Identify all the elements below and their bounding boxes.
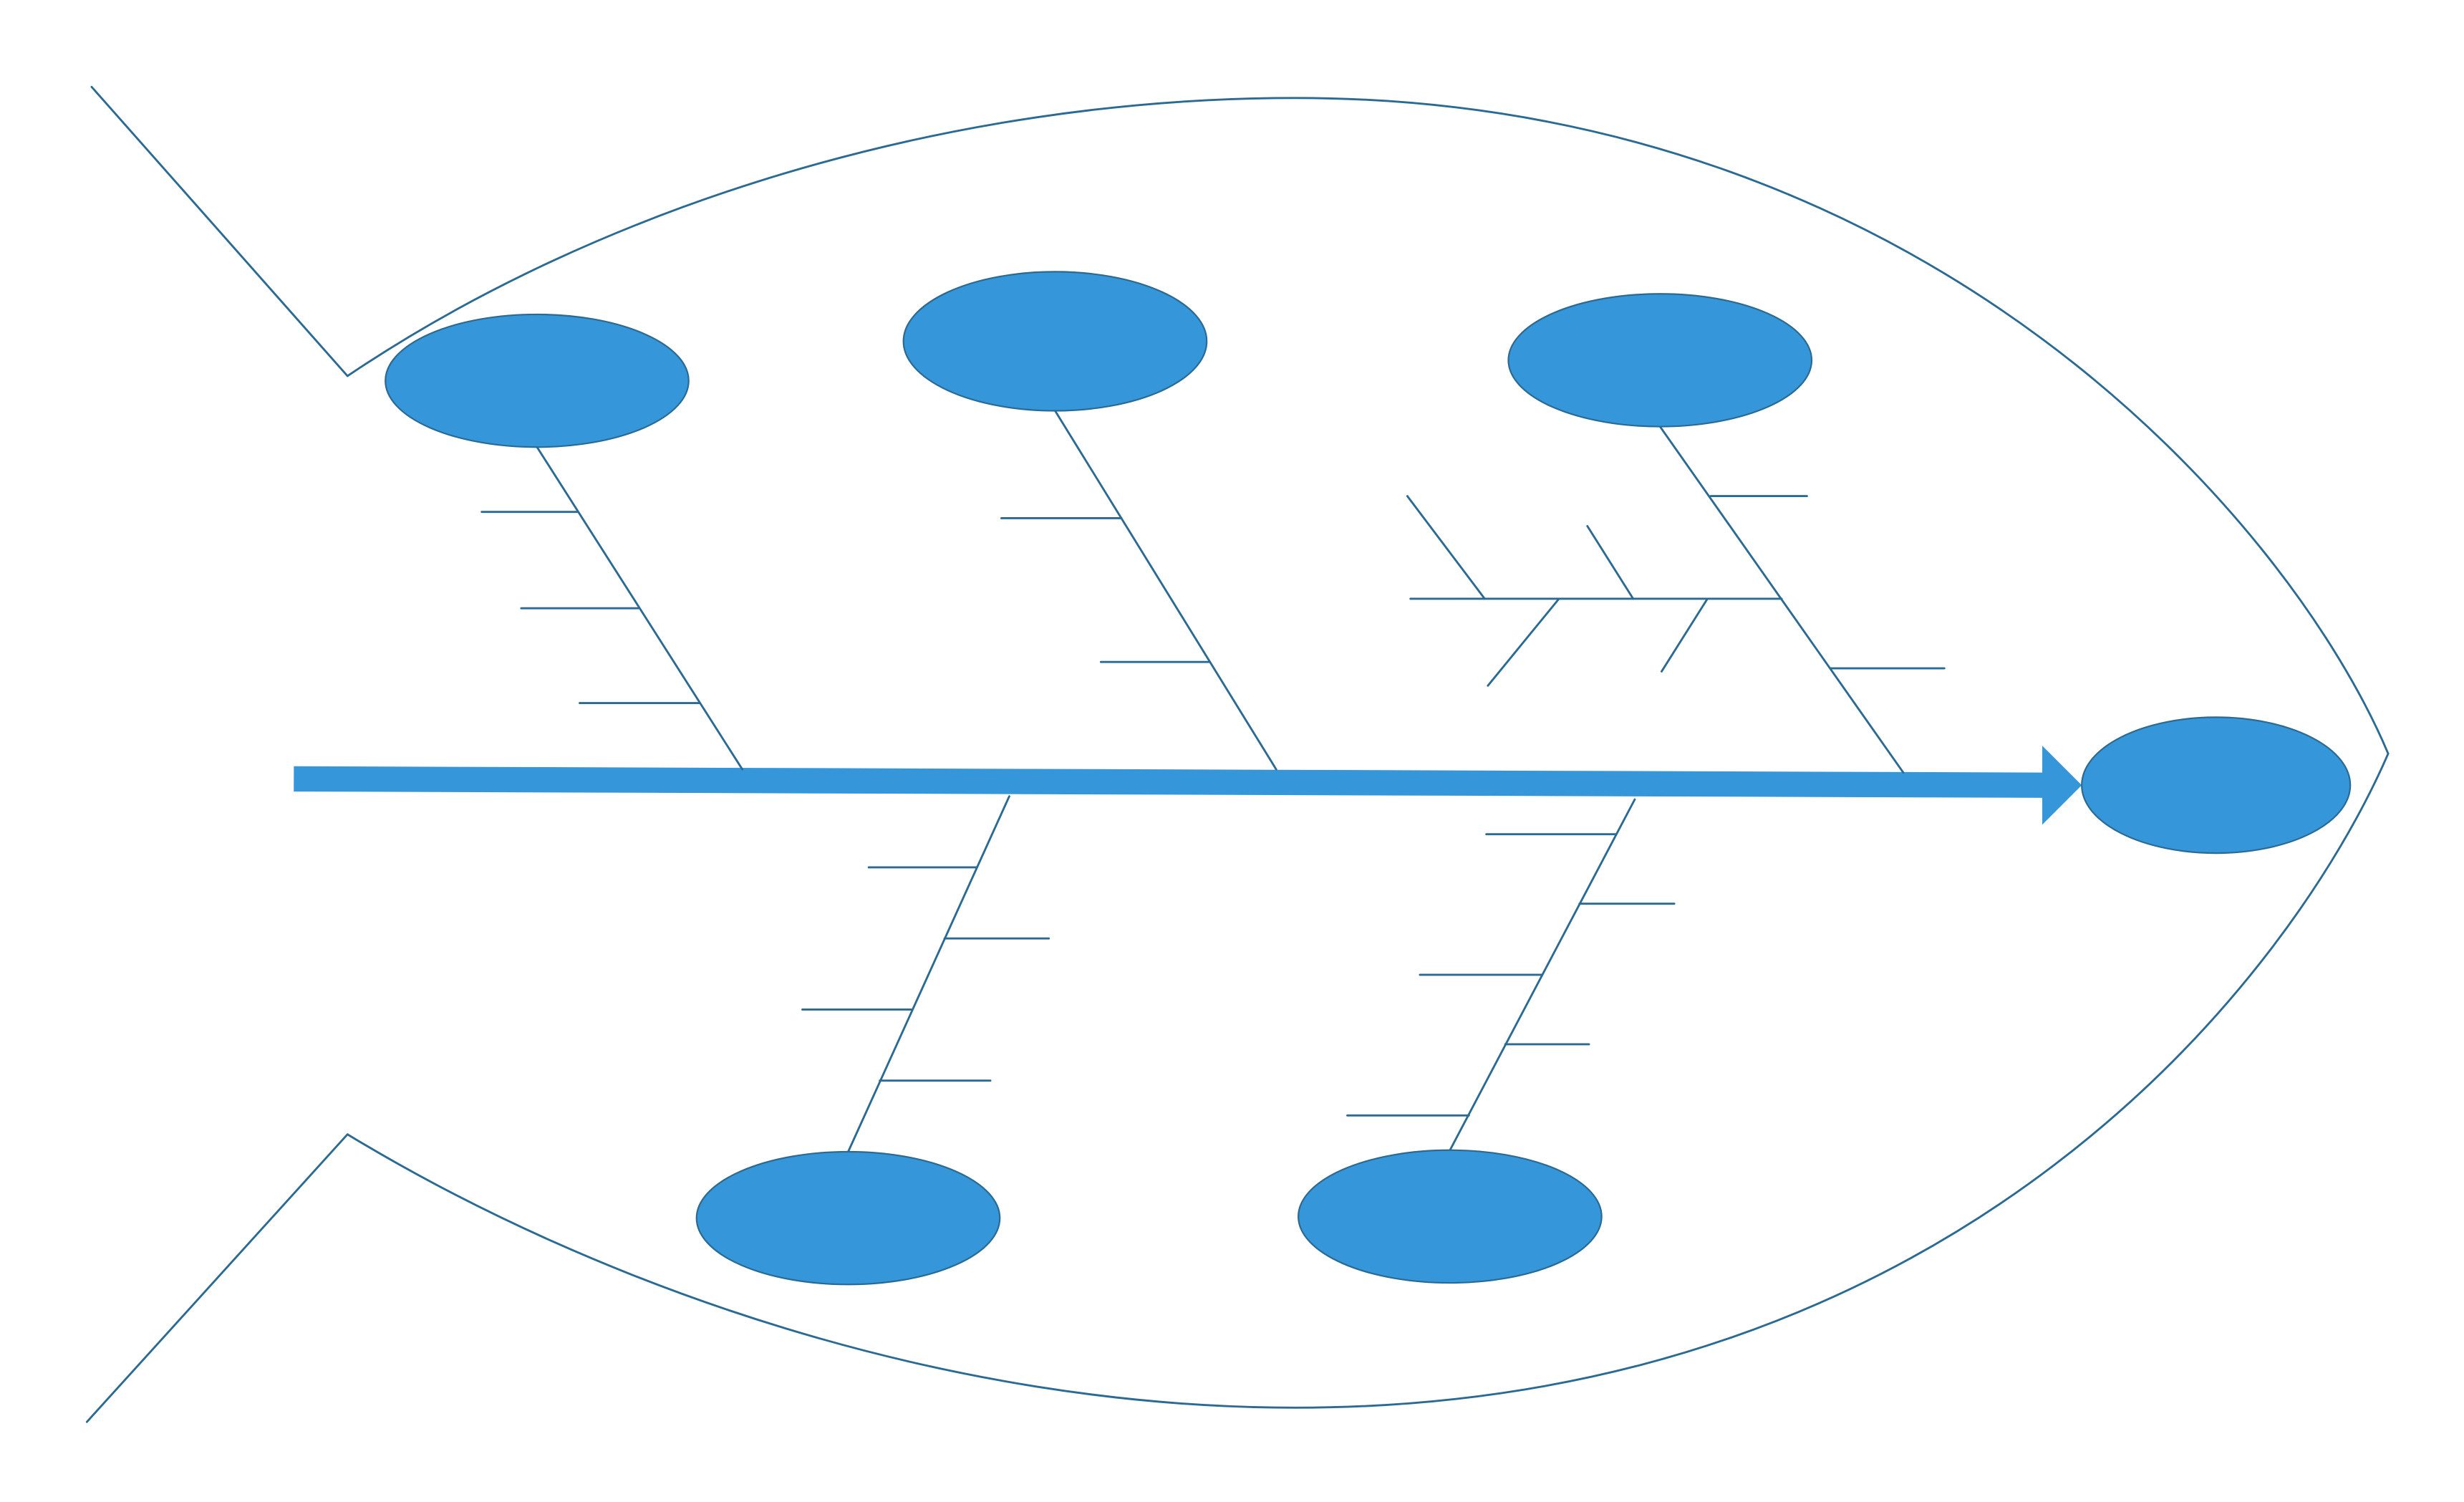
sub-cause-3-4 bbox=[1661, 597, 1709, 673]
effect-head-box bbox=[2081, 716, 2352, 854]
category-box-4 bbox=[695, 1150, 1001, 1286]
spine-arrow bbox=[294, 746, 2082, 825]
category-box-1 bbox=[385, 313, 690, 448]
tail-top-line bbox=[90, 85, 349, 377]
sub-cause-3-2 bbox=[1586, 525, 1635, 600]
fish-outline bbox=[85, 85, 2390, 1423]
category-boxes bbox=[385, 271, 2352, 1286]
spine-line bbox=[294, 766, 2047, 798]
bones bbox=[480, 410, 1946, 1153]
category-box-5 bbox=[1298, 1149, 1603, 1284]
category-box-3 bbox=[1507, 293, 1813, 428]
sub-cause-3-3 bbox=[1487, 597, 1560, 687]
arrowhead bbox=[2042, 746, 2082, 825]
sub-cause-3-1 bbox=[1406, 495, 1486, 600]
category-box-2 bbox=[902, 271, 1208, 412]
category-bone-2 bbox=[1054, 410, 1277, 771]
fish-body-curve bbox=[346, 97, 2390, 1409]
category-bone-4 bbox=[847, 795, 1010, 1153]
tail-bottom-line bbox=[85, 1133, 349, 1423]
category-bone-1 bbox=[536, 446, 744, 771]
